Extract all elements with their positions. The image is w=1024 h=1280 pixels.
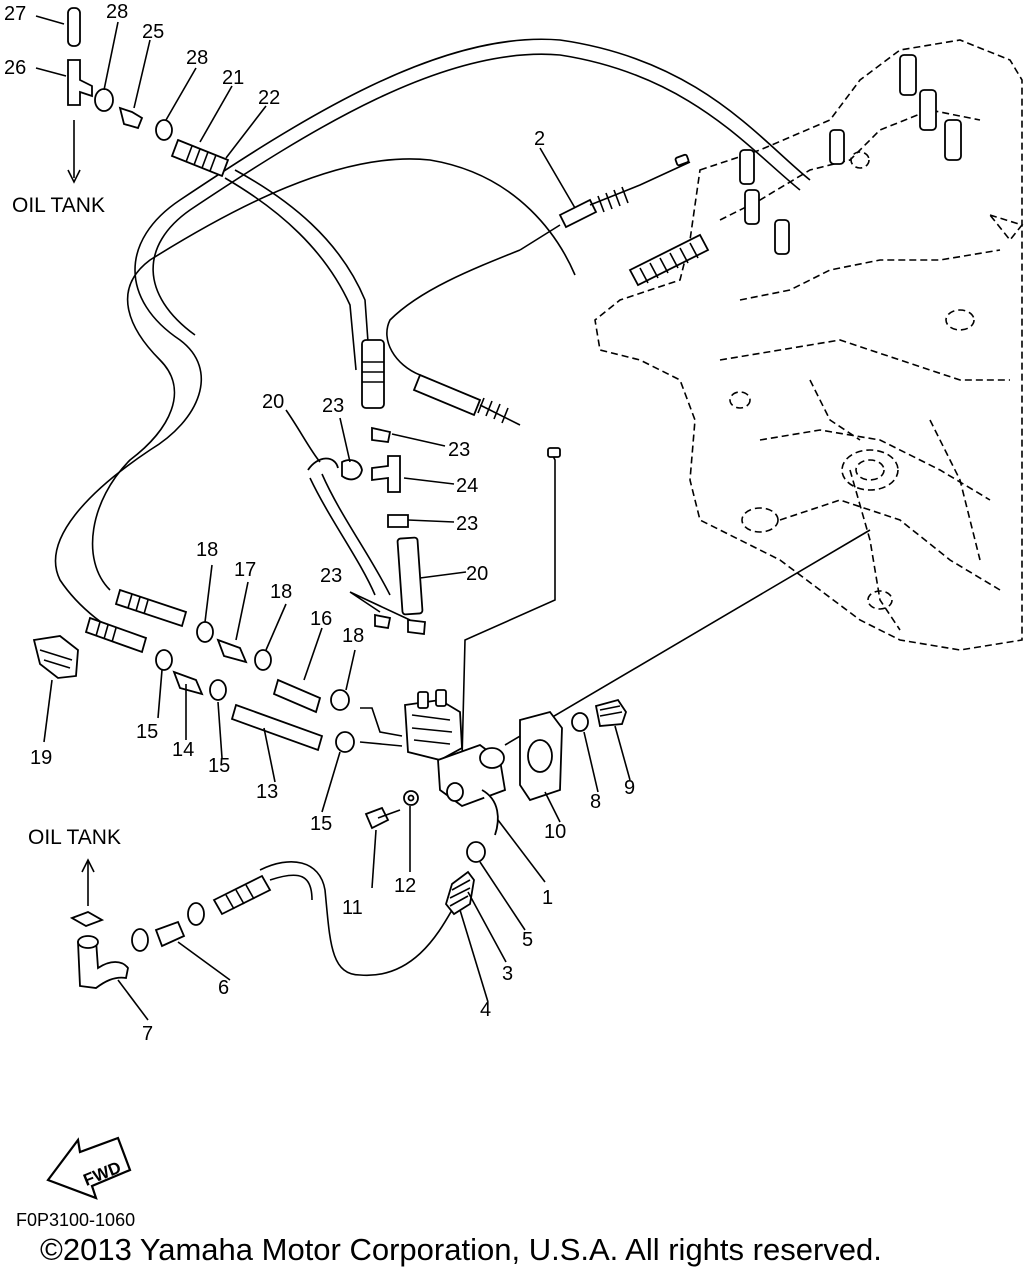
callout-17: 17 [234, 559, 256, 581]
callout-16: 16 [310, 608, 332, 630]
callout-12: 12 [394, 875, 416, 897]
callout-18-a: 18 [196, 539, 218, 561]
callout-21: 21 [222, 67, 244, 89]
figure-code: F0P3100-1060 [16, 1210, 135, 1230]
part-25-joint [118, 106, 144, 130]
copyright-notice: ©2013 Yamaha Motor Corporation, U.S.A. A… [40, 1232, 882, 1267]
callout-27: 27 [4, 3, 26, 25]
callout-20-b: 20 [466, 563, 488, 585]
callout-5: 5 [522, 929, 533, 951]
callout-1: 1 [542, 887, 553, 909]
fwd-label: FWD [81, 1158, 124, 1190]
oil-pump [359, 689, 627, 916]
top-left-parts [67, 7, 230, 184]
callout-6: 6 [218, 977, 229, 999]
callout-15-c: 15 [310, 813, 332, 835]
callout-22: 22 [258, 87, 280, 109]
callout-23-a: 23 [322, 395, 344, 417]
part-7-elbow [77, 939, 129, 989]
callout-3: 3 [502, 963, 513, 985]
callout-14: 14 [172, 739, 194, 761]
callout-7: 7 [142, 1023, 153, 1045]
callout-19: 19 [30, 747, 52, 769]
middle-parts [307, 426, 426, 636]
callout-2: 2 [534, 128, 545, 150]
callout-18-b: 18 [270, 581, 292, 603]
callout-18-c: 18 [342, 625, 364, 647]
leader-lines [35, 15, 631, 1021]
callout-25: 25 [142, 21, 164, 43]
callout-26: 26 [4, 57, 26, 79]
callout-10: 10 [544, 821, 566, 843]
part-28-clamp-b [155, 119, 173, 141]
part-27-pipe [67, 7, 81, 47]
fwd-arrow-icon: FWD [46, 1136, 132, 1200]
engine-block [594, 39, 1024, 651]
callout-11: 11 [342, 897, 363, 919]
left-parts [32, 588, 355, 753]
callout-28-b: 28 [186, 47, 208, 69]
callout-labels: 27 28 25 26 28 21 22 2 20 23 23 24 23 18… [4, 1, 635, 1045]
hoses-and-cables [54, 38, 871, 976]
callout-23-d: 23 [320, 565, 342, 587]
part-26-joint [67, 59, 93, 106]
callout-28-top: 28 [106, 1, 128, 23]
callout-20-a: 20 [262, 391, 284, 413]
callout-23-b: 23 [448, 439, 470, 461]
callout-15-a: 15 [136, 721, 158, 743]
oil-tank-label-top: OIL TANK [12, 194, 105, 217]
part-28-clamp [94, 88, 114, 112]
callout-24: 24 [456, 475, 478, 497]
bottom-left-parts [69, 858, 272, 989]
cable-2 [361, 153, 710, 458]
callout-15-b: 15 [208, 755, 230, 777]
callout-9: 9 [624, 777, 635, 799]
callout-13: 13 [256, 781, 278, 803]
callout-4: 4 [480, 999, 491, 1021]
callout-8: 8 [590, 791, 601, 813]
callout-23-c: 23 [456, 513, 478, 535]
oil-tank-label-bottom: OIL TANK [28, 826, 121, 849]
